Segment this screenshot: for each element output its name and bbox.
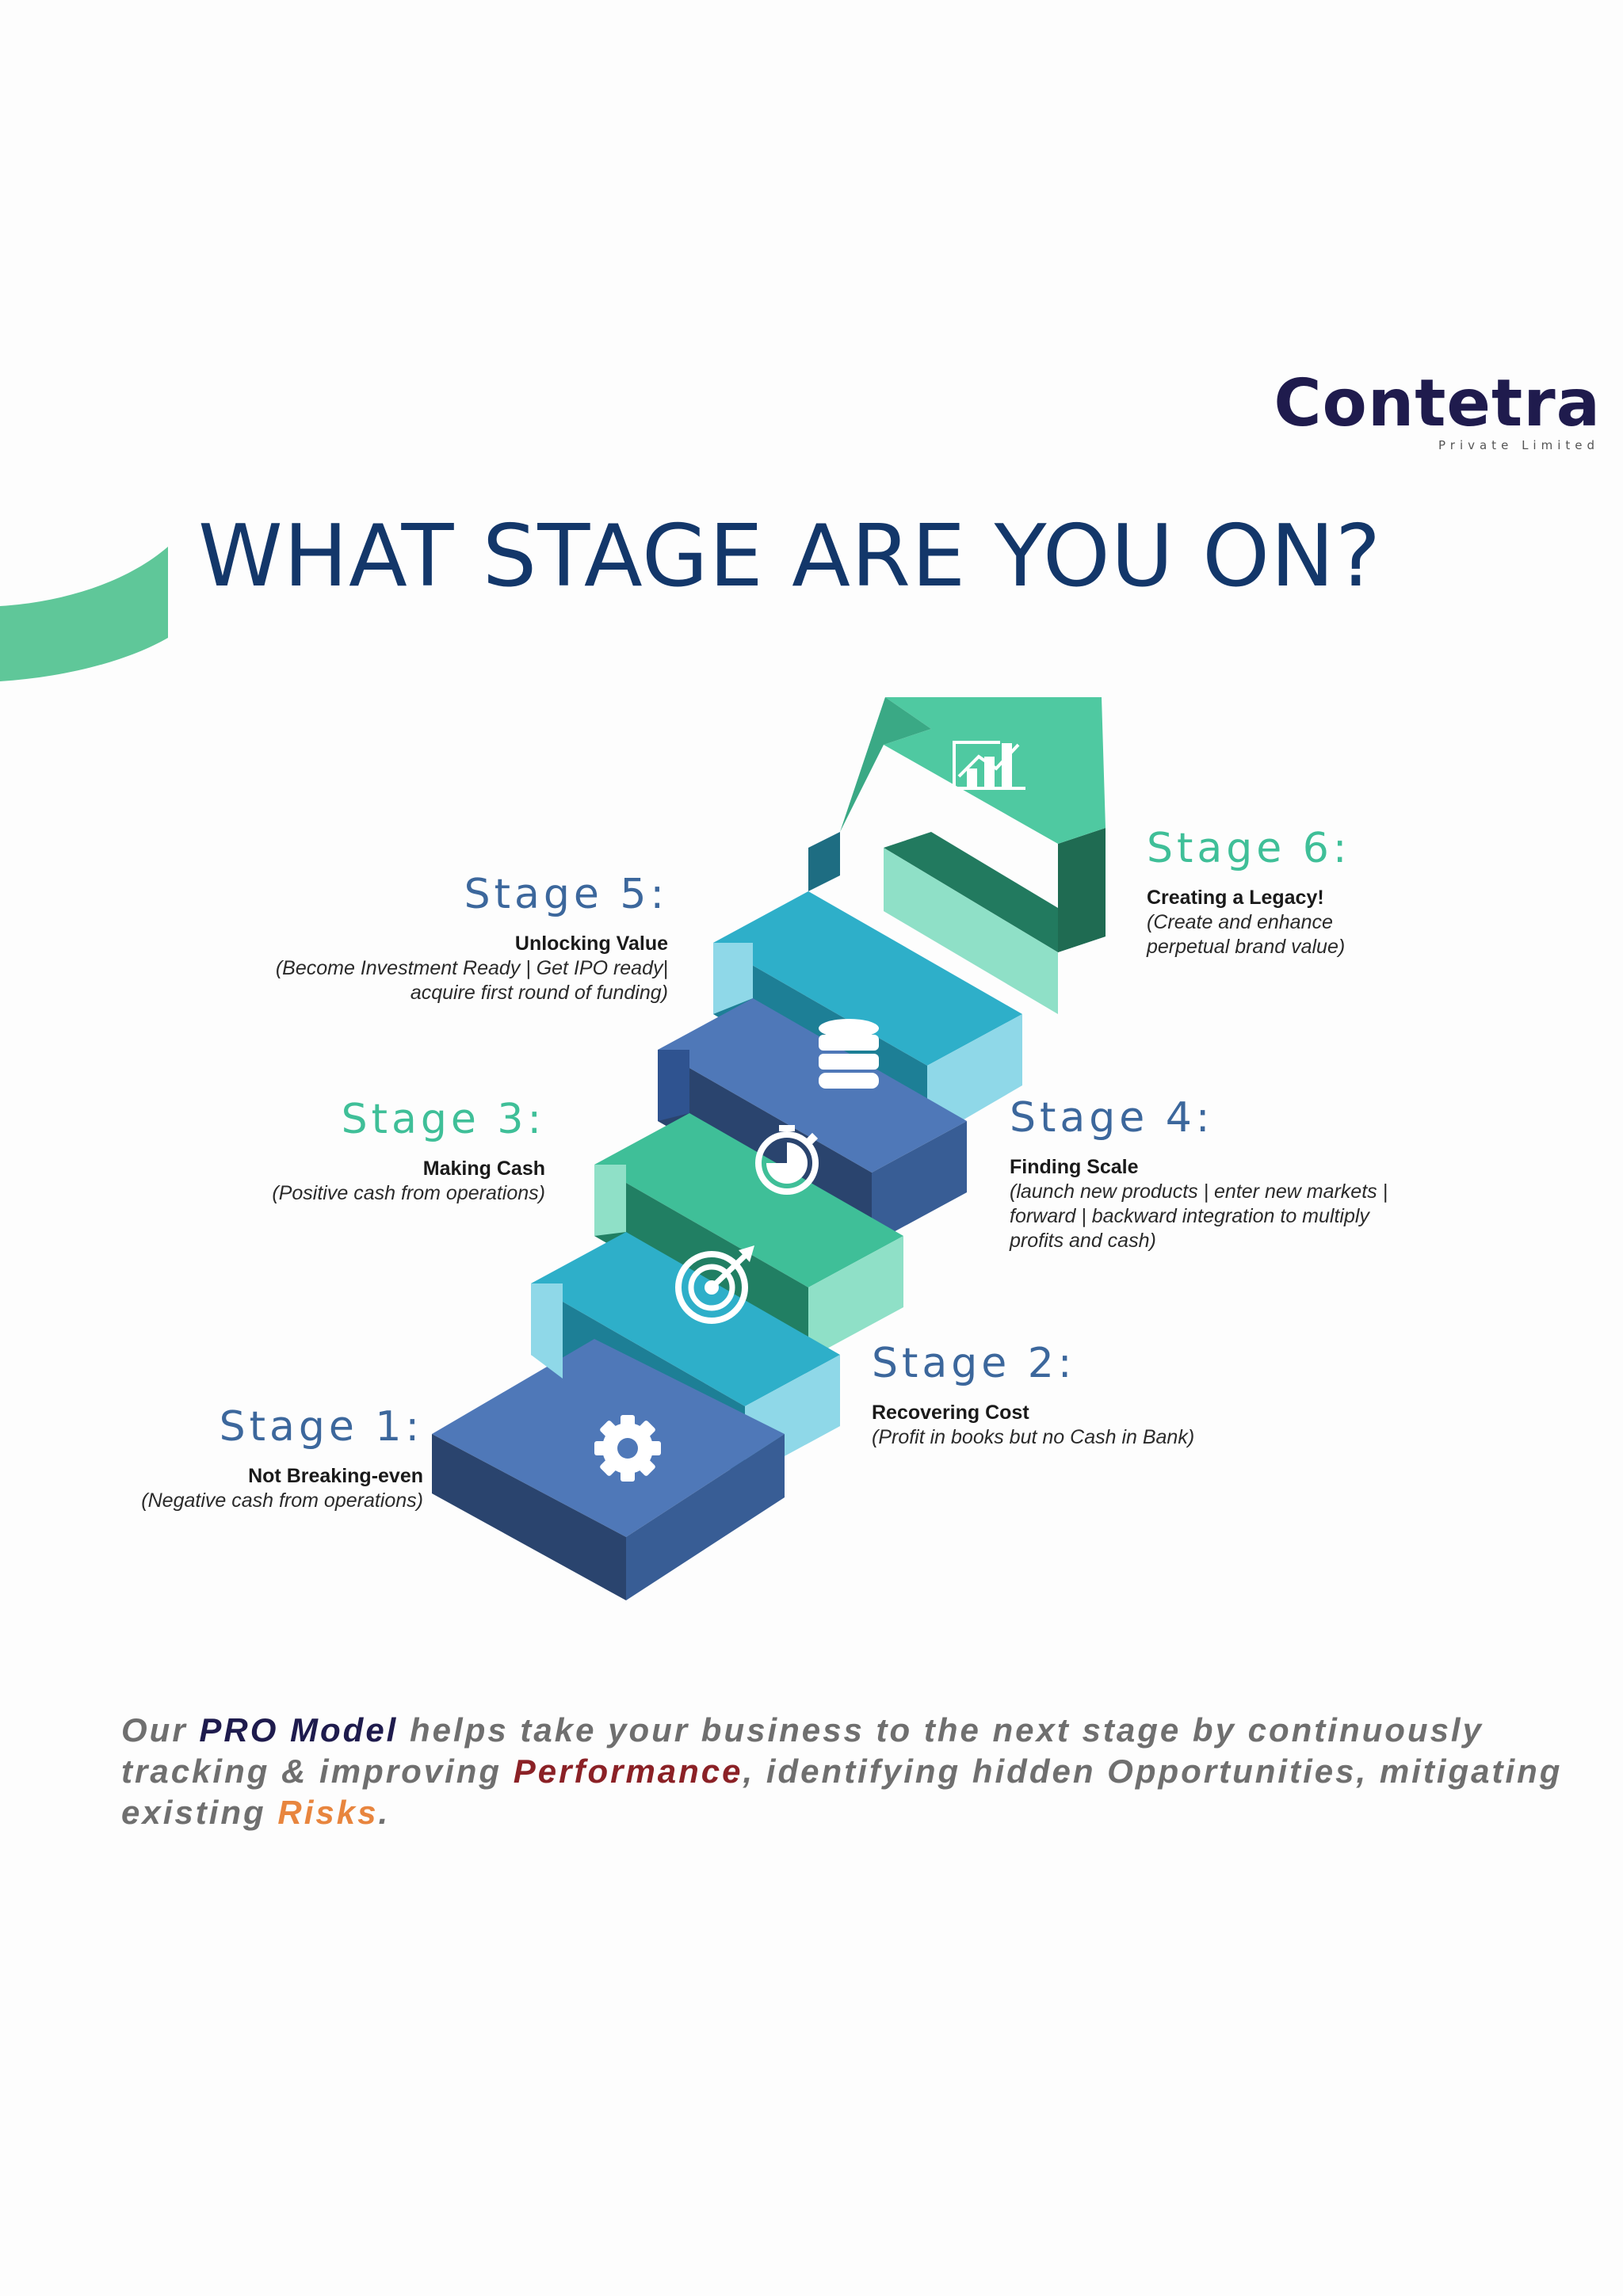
stage-2-label: Stage 2:: [872, 1339, 1194, 1388]
stage-3-name: Making Cash: [272, 1157, 545, 1181]
logo-subtitle: Private Limited: [1438, 438, 1599, 452]
decorative-swoosh: [0, 547, 170, 685]
stage-6-desc-line: perpetual brand value): [1147, 935, 1350, 959]
stage-5-desc-line: (Become Investment Ready | Get IPO ready…: [276, 956, 668, 981]
page-title: WHAT STAGE ARE YOU ON?: [198, 507, 1381, 606]
stage-6-desc-line: (Create and enhance: [1147, 910, 1350, 935]
stage-4: Stage 4: Finding Scale (launch new produ…: [1010, 1093, 1388, 1253]
stage-4-desc-line: forward | backward integration to multip…: [1010, 1204, 1388, 1229]
stage-5: Stage 5: Unlocking Value (Become Investm…: [276, 870, 668, 1005]
stage-1-desc-line: (Negative cash from operations): [141, 1489, 423, 1513]
stage-1-label: Stage 1:: [141, 1402, 423, 1451]
stage-5-desc-line: acquire first round of funding): [276, 981, 668, 1005]
stage-2-name: Recovering Cost: [872, 1401, 1194, 1425]
stage-4-label: Stage 4:: [1010, 1093, 1388, 1142]
stage-6: Stage 6: Creating a Legacy! (Create and …: [1147, 824, 1350, 959]
risks-highlight: Risks: [277, 1794, 378, 1831]
footer-text-part: Our: [121, 1711, 199, 1749]
database-icon: [819, 1019, 879, 1089]
company-logo: Contetra Private Limited: [1308, 368, 1601, 456]
footer-text-part: .: [378, 1794, 390, 1831]
stage-3-label: Stage 3:: [272, 1095, 545, 1144]
stage-6-name: Creating a Legacy!: [1147, 886, 1350, 910]
stage-3-desc-line: (Positive cash from operations): [272, 1181, 545, 1206]
stage-1-name: Not Breaking-even: [141, 1464, 423, 1489]
stage-4-desc-line: (launch new products | enter new markets…: [1010, 1180, 1388, 1204]
gear-icon: [594, 1415, 661, 1482]
stage-5-label: Stage 5:: [276, 870, 668, 919]
stage-6-label: Stage 6:: [1147, 824, 1350, 873]
stage-3: Stage 3: Making Cash (Positive cash from…: [272, 1095, 545, 1206]
stage-5-name: Unlocking Value: [276, 932, 668, 956]
footer-text: Our PRO Model helps take your business t…: [121, 1710, 1595, 1833]
performance-highlight: Performance: [514, 1753, 743, 1790]
stage-2-desc-line: (Profit in books but no Cash in Bank): [872, 1425, 1194, 1450]
pro-model-highlight: PRO Model: [199, 1711, 398, 1749]
stage-4-name: Finding Scale: [1010, 1155, 1388, 1180]
logo-wordmark: Contetra: [1274, 368, 1601, 440]
stage-4-desc-line: profits and cash): [1010, 1229, 1388, 1253]
stage-2: Stage 2: Recovering Cost (Profit in book…: [872, 1339, 1194, 1450]
stage-1: Stage 1: Not Breaking-even (Negative cas…: [141, 1402, 423, 1513]
